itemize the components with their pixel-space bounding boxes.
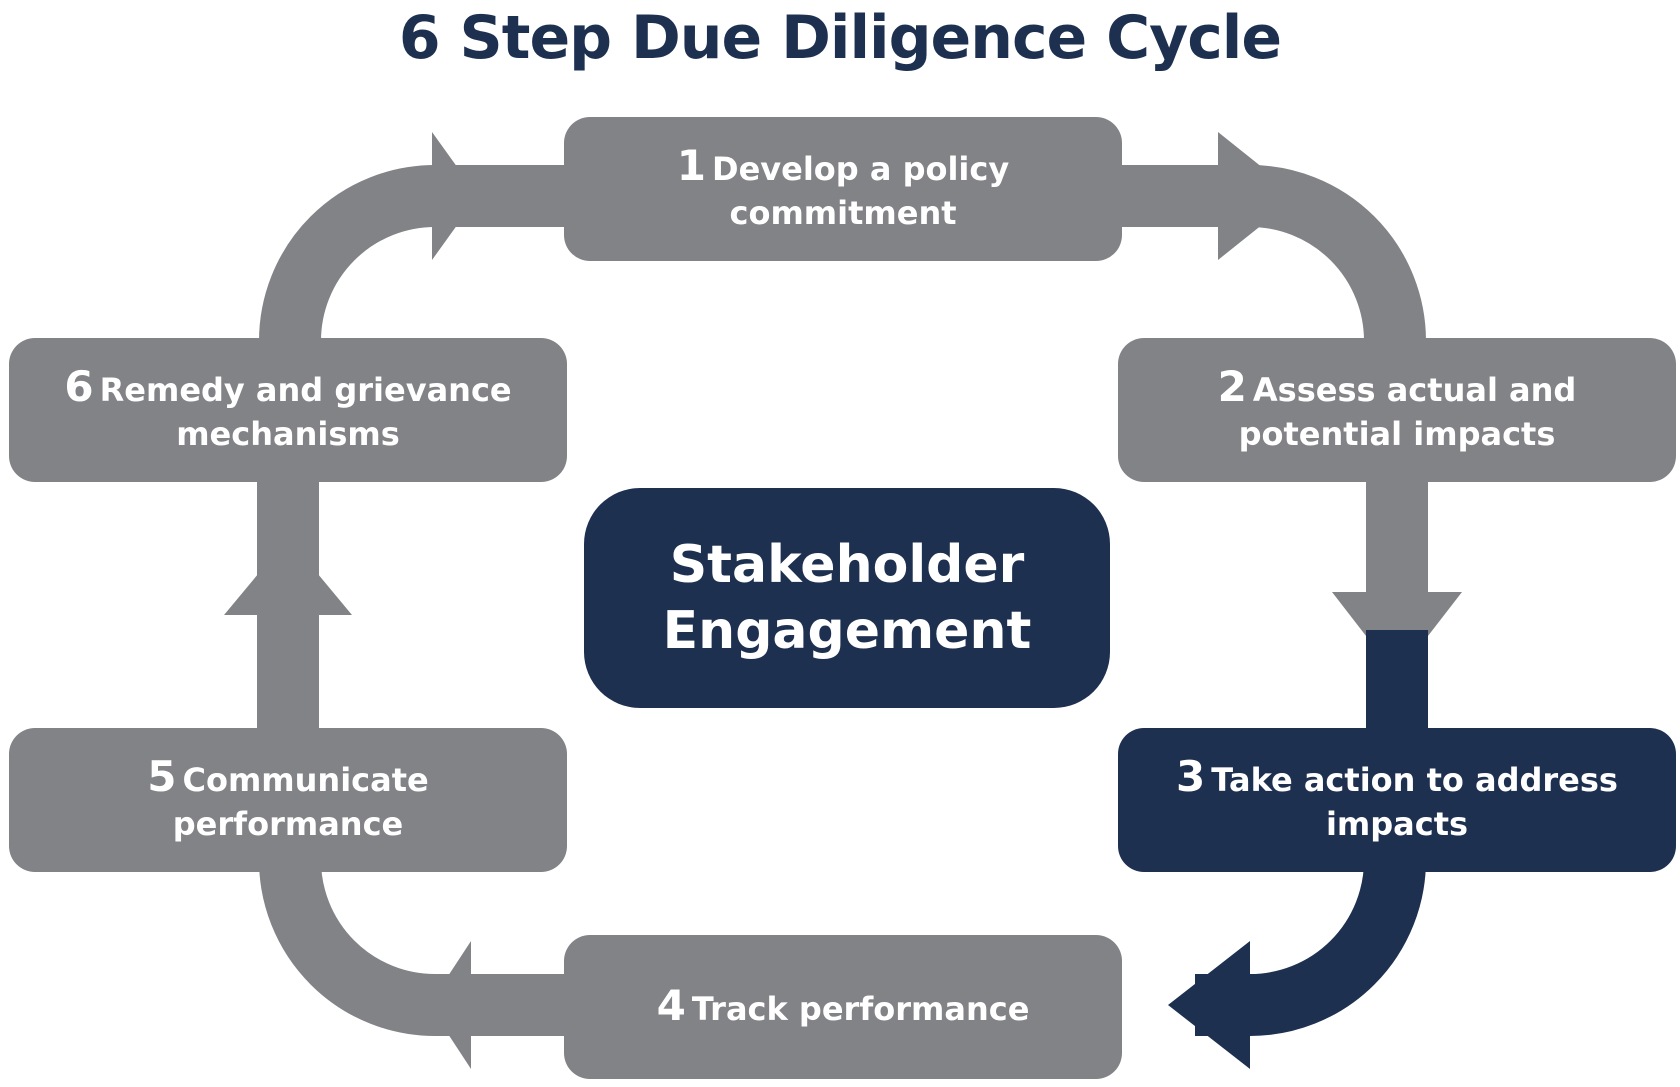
connector-1-to-2 xyxy=(1110,132,1426,345)
step-1-label: Develop a policy commitment xyxy=(712,149,1010,232)
step-2-label: Assess actual and potential impacts xyxy=(1238,370,1577,453)
connector-3-to-4 xyxy=(1168,859,1426,1069)
step-5-label: Communicate performance xyxy=(172,760,429,843)
connector-6-to-1-arrowhead xyxy=(432,132,478,260)
connector-4-to-5 xyxy=(259,850,570,1069)
stakeholder-engagement-box: Stakeholder Engagement xyxy=(584,488,1110,708)
step-1-number: 1 xyxy=(676,140,706,190)
step-4-number: 4 xyxy=(656,980,686,1030)
step-6-label: Remedy and grievance mechanisms xyxy=(99,370,512,453)
connector-6-to-1 xyxy=(259,132,575,345)
stakeholder-engagement-label: Stakeholder Engagement xyxy=(662,535,1032,661)
connector-1-to-2-arrowhead xyxy=(1218,132,1298,260)
connector-4-to-5-band xyxy=(259,850,570,1036)
connector-4-to-5-arrowhead xyxy=(429,941,471,1069)
diagram-title: 6 Step Due Diligence Cycle xyxy=(398,3,1282,73)
step-4-label: Track performance xyxy=(691,989,1030,1028)
connector-2-to-3 xyxy=(1332,475,1462,735)
step-6-number: 6 xyxy=(64,361,94,411)
connector-5-to-6-arrowhead xyxy=(224,538,352,615)
connector-6-to-1-band xyxy=(259,165,575,345)
connector-3-to-4-arrowhead xyxy=(1168,941,1250,1069)
connector-3-to-4-band xyxy=(1195,859,1426,1036)
step-3-label: Take action to address impacts xyxy=(1211,760,1618,843)
step-5-number: 5 xyxy=(147,751,177,801)
step-2-number: 2 xyxy=(1217,361,1247,411)
step-3-number: 3 xyxy=(1176,751,1206,801)
connector-5-to-6 xyxy=(224,470,352,735)
